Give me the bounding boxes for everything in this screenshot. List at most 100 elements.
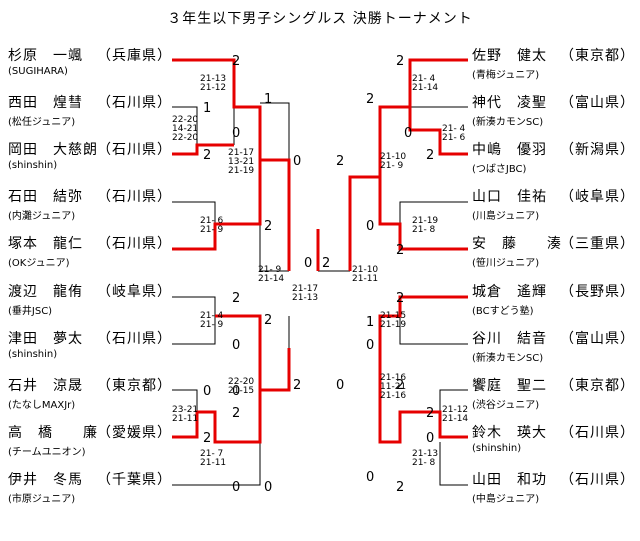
match-score: 2 bbox=[336, 154, 345, 169]
set-scores: 21-10 21-11 bbox=[352, 265, 379, 284]
match-score: 2 bbox=[203, 148, 212, 163]
player-name: 山田 和功 bbox=[472, 472, 547, 488]
player-team: (中島ジュニア) bbox=[472, 494, 540, 505]
match-score: 2 bbox=[396, 378, 405, 393]
page-title: ３年生以下男子シングルス 決勝トーナメント bbox=[167, 11, 473, 27]
match-score: 1 bbox=[203, 101, 212, 116]
set-scores: 21-17 21-13 bbox=[292, 284, 319, 303]
player-prefecture: （石川県） bbox=[97, 95, 172, 111]
set-scores: 21-15 21-19 bbox=[380, 311, 407, 330]
player-team: (shinshin) bbox=[8, 349, 58, 360]
player-prefecture: （兵庫県） bbox=[97, 48, 172, 64]
player-team: (笹川ジュニア) bbox=[472, 258, 540, 269]
player-prefecture: （新潟県） bbox=[560, 142, 635, 158]
player-team: (松任ジュニア) bbox=[8, 117, 76, 128]
player-prefecture: （石川県） bbox=[560, 472, 635, 488]
match-score: 2 bbox=[322, 256, 331, 271]
player-name: 杉原 一颯 bbox=[8, 48, 83, 64]
player-team: (shinshin) bbox=[472, 443, 522, 454]
player-name: 西田 煌彗 bbox=[8, 95, 83, 111]
player-prefecture: （石川県） bbox=[97, 236, 172, 252]
match-score: 0 bbox=[293, 154, 302, 169]
set-scores: 23-21 21-11 bbox=[172, 405, 199, 424]
player-prefecture: （石川県） bbox=[97, 142, 172, 158]
match-score: 0 bbox=[426, 431, 435, 446]
match-score: 2 bbox=[264, 219, 273, 234]
player-name: 山口 佳祐 bbox=[472, 189, 547, 205]
player-team: (渋谷ジュニア) bbox=[472, 400, 540, 411]
player-name: 高 橋 廉 bbox=[8, 425, 98, 441]
player-name: 鈴木 瑛大 bbox=[472, 425, 547, 441]
player-name: 佐野 健太 bbox=[472, 48, 547, 64]
player-team: (新湊カモンSC) bbox=[472, 353, 544, 364]
player-team: (川島ジュニア) bbox=[472, 211, 540, 222]
player-team: (shinshin) bbox=[8, 160, 58, 171]
player-prefecture: （石川県） bbox=[97, 331, 172, 347]
player-prefecture: （東京都） bbox=[97, 378, 172, 394]
match-score: 2 bbox=[396, 54, 405, 69]
player-prefecture: （長野県） bbox=[560, 284, 635, 300]
player-prefecture: （三重県） bbox=[560, 236, 635, 252]
match-score: 2 bbox=[426, 406, 435, 421]
match-score: 2 bbox=[232, 54, 241, 69]
match-score: 0 bbox=[232, 126, 241, 141]
player-name: 塚本 龍仁 bbox=[8, 236, 83, 252]
player-team: (垂井JSC) bbox=[8, 306, 53, 317]
player-team: (OKジュニア) bbox=[8, 258, 70, 269]
match-score: 0 bbox=[264, 480, 273, 495]
player-prefecture: （愛媛県） bbox=[97, 425, 172, 441]
player-prefecture: （富山県） bbox=[560, 331, 635, 347]
match-score: 0 bbox=[366, 470, 375, 485]
player-prefecture: （石川県） bbox=[560, 425, 635, 441]
match-score: 2 bbox=[203, 431, 212, 446]
player-name: 伊井 冬馬 bbox=[8, 472, 83, 488]
player-team: (たなしMAXJr) bbox=[8, 400, 76, 411]
set-scores: 21- 9 21-14 bbox=[258, 265, 285, 284]
player-name: 饗庭 聖二 bbox=[472, 378, 547, 394]
match-score: 2 bbox=[396, 480, 405, 495]
match-score: 0 bbox=[203, 384, 212, 399]
match-score: 2 bbox=[396, 291, 405, 306]
match-score: 2 bbox=[396, 243, 405, 258]
player-prefecture: （富山県） bbox=[560, 95, 635, 111]
set-scores: 21- 4 21- 9 bbox=[200, 311, 224, 330]
match-score: 2 bbox=[426, 148, 435, 163]
set-scores: 21-16 11-21 21-16 bbox=[380, 373, 407, 401]
player-team: (SUGIHARA) bbox=[8, 66, 68, 77]
player-team: (つばさJBC) bbox=[472, 164, 527, 175]
set-scores: 22-20 21-15 bbox=[228, 377, 255, 396]
set-scores: 21-13 21- 8 bbox=[412, 449, 439, 468]
player-team: (新湊カモンSC) bbox=[472, 117, 544, 128]
player-prefecture: （岐阜県） bbox=[560, 189, 635, 205]
match-score: 2 bbox=[264, 313, 273, 328]
player-team: (BCすどう塾) bbox=[472, 306, 534, 317]
match-score: 2 bbox=[232, 291, 241, 306]
player-prefecture: （東京都） bbox=[560, 378, 635, 394]
match-score: 0 bbox=[232, 338, 241, 353]
player-prefecture: （岐阜県） bbox=[97, 284, 172, 300]
match-score: 0 bbox=[304, 256, 313, 271]
player-name: 城倉 遙輝 bbox=[472, 284, 547, 300]
match-score: 2 bbox=[293, 378, 302, 393]
match-score: 0 bbox=[232, 480, 241, 495]
match-score: 0 bbox=[366, 338, 375, 353]
player-name: 谷川 結音 bbox=[472, 331, 547, 347]
set-scores: 21- 4 21- 6 bbox=[442, 124, 466, 143]
player-name: 津田 夢太 bbox=[8, 331, 83, 347]
match-score: 0 bbox=[336, 378, 345, 393]
set-scores: 21-10 21- 9 bbox=[380, 152, 407, 171]
player-prefecture: （石川県） bbox=[97, 189, 172, 205]
player-name: 岡田 大慈朗 bbox=[8, 142, 98, 158]
set-scores: 22-20 14-21 22-20 bbox=[172, 115, 199, 143]
player-team: (青梅ジュニア) bbox=[472, 70, 540, 81]
match-score: 2 bbox=[232, 406, 241, 421]
player-name: 石田 結弥 bbox=[8, 189, 83, 205]
player-prefecture: （千葉県） bbox=[97, 472, 172, 488]
player-name: 神代 凌聖 bbox=[472, 95, 547, 111]
player-name: 石井 涼晟 bbox=[8, 378, 83, 394]
match-score: 2 bbox=[366, 92, 375, 107]
set-scores: 21- 4 21-14 bbox=[412, 74, 439, 93]
player-name: 中嶋 優羽 bbox=[472, 142, 547, 158]
set-scores: 21-13 21-12 bbox=[200, 74, 227, 93]
player-prefecture: （東京都） bbox=[560, 48, 635, 64]
